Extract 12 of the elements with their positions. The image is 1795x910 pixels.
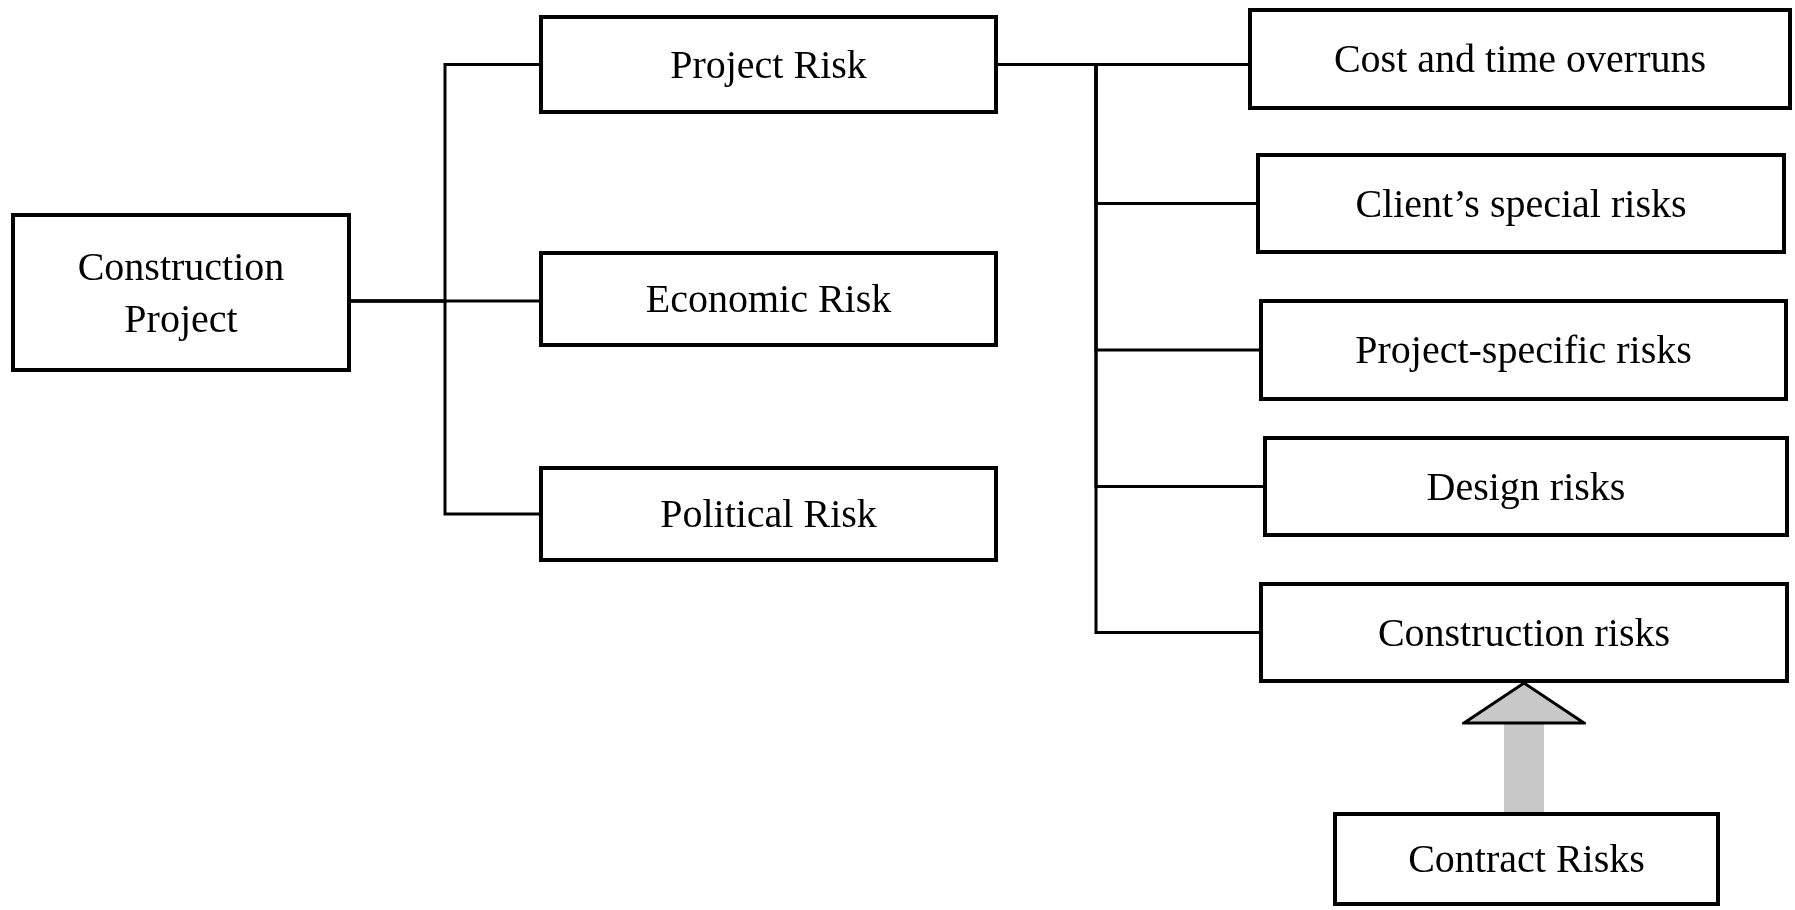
risk-box: Economic Risk <box>539 251 998 347</box>
risk-box: Political Risk <box>539 466 998 562</box>
block-arrow <box>1462 681 1586 812</box>
risk-box: Design risks <box>1263 436 1789 537</box>
connector-line <box>351 299 539 516</box>
risk-box: Project Risk <box>539 15 998 114</box>
risk-box: Contract Risks <box>1333 812 1720 906</box>
risk-box: Cost and time overruns <box>1248 8 1792 110</box>
risk-box: Project-specific risks <box>1259 299 1788 401</box>
risk-box: Construction risks <box>1259 582 1789 683</box>
risk-box: Construction Project <box>11 213 351 372</box>
risk-box: Client’s special risks <box>1256 153 1786 254</box>
